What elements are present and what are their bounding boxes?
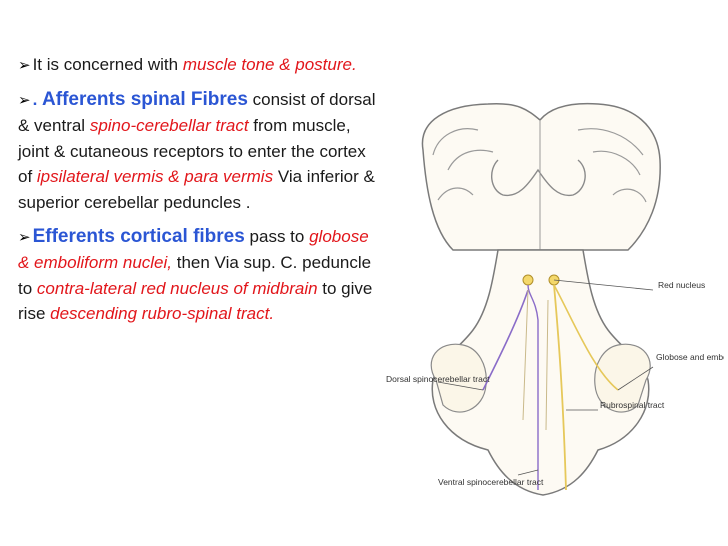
- bullet-efferents: ➢Efferents cortical fibres pass to globo…: [18, 224, 378, 327]
- label-rubrospinal: Rubrospinal tract: [600, 400, 665, 410]
- leader-ventral: [517, 469, 539, 476]
- arrow-bullet-icon: ➢: [18, 228, 31, 246]
- bullet-muscle-tone: ➢It is concerned with muscle tone & post…: [18, 52, 378, 79]
- efferents-heading: Efferents cortical fibres: [32, 225, 245, 247]
- diagram-svg: Red nucleus Globose and emboliform nucle…: [386, 102, 724, 496]
- cerebellum-tract-diagram: Red nucleus Globose and emboliform nucle…: [378, 90, 724, 510]
- p3-highlight-1: globose & emboliform nuclei,: [18, 226, 369, 273]
- bullet-afferents: ➢. Afferents spinal Fibres consist of do…: [18, 87, 378, 216]
- arrow-bullet-icon: ➢: [18, 91, 31, 109]
- rubrospinal-tract: [553, 284, 567, 491]
- p2-text-1: consist of dorsal & ventral: [18, 89, 376, 136]
- tract-lines-misc: [522, 289, 549, 431]
- cerebrum-outline: [421, 102, 661, 251]
- cortex-gyri: [432, 128, 647, 203]
- p3-highlight-2: contra-lateral red nucleus of midbrain: [36, 278, 318, 298]
- text-column: ➢It is concerned with muscle tone & post…: [18, 52, 378, 335]
- label-red-nucleus: Red nucleus: [658, 280, 705, 290]
- label-globose: Globose and emboliform nuclei: [656, 352, 724, 362]
- afferents-heading: Afferents spinal Fibres: [42, 88, 248, 110]
- leader-red-nucleus: [553, 279, 654, 291]
- leader-globose: [617, 366, 654, 391]
- cerebellum-right: [594, 343, 651, 413]
- p1-highlight: muscle tone & posture.: [182, 55, 357, 74]
- p2-text-2: from muscle, joint & cutaneous receptors…: [18, 116, 366, 187]
- p3-highlight-3: descending rubro-spinal tract.: [50, 304, 275, 324]
- p3-text-2: then Via sup. C. peduncle to: [18, 253, 372, 298]
- p3-text-3: to give rise: [18, 278, 373, 324]
- red-nucleus-left: [522, 274, 534, 286]
- cerebellum-left: [430, 343, 487, 413]
- dorsal-spinocerebellar-tract: [482, 289, 529, 391]
- label-ventral: Ventral spinocerebellar tract: [438, 477, 544, 487]
- p2-lead-dot: .: [32, 89, 43, 109]
- ventricles: [491, 159, 586, 197]
- efferent-fibres: [553, 284, 619, 391]
- label-dorsal: Dorsal spinocerebellar tract: [386, 374, 490, 384]
- p1-text: It is concerned with: [32, 55, 183, 74]
- p2-highlight-1: spino-cerebellar tract: [89, 116, 249, 136]
- p2-highlight-2: ipsilateral vermis & para vermis: [36, 167, 274, 187]
- arrow-bullet-icon: ➢: [18, 57, 31, 74]
- ventral-spinocerebellar-tract: [527, 284, 539, 490]
- p3-text-1: pass to: [244, 226, 310, 246]
- leader-dorsal: [437, 381, 484, 391]
- p2-text-3: Via inferior & superior cerebellar pedun…: [18, 167, 375, 212]
